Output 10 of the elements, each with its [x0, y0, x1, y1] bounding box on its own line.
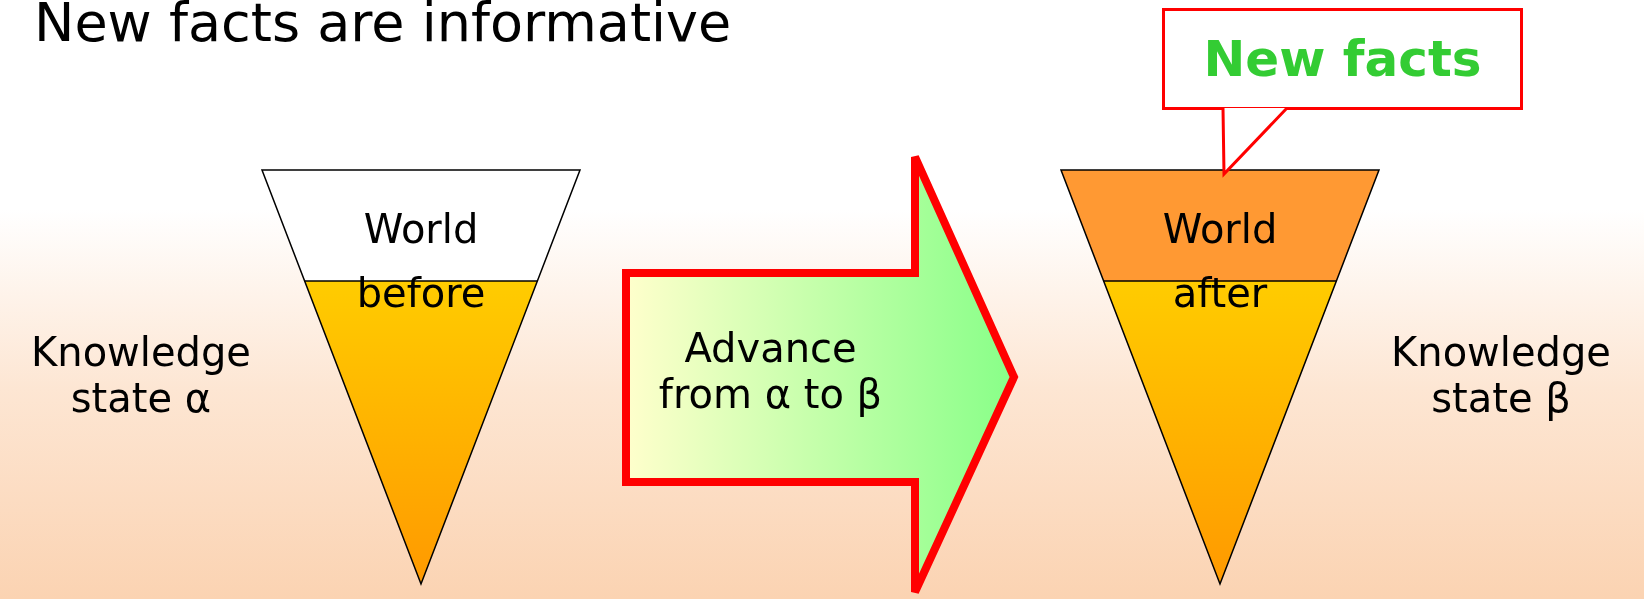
triangle-label: World: [362, 206, 480, 252]
triangle-label: World: [1161, 206, 1279, 252]
slide-title: New facts are informative: [34, 0, 732, 55]
block-arrow: [622, 153, 1019, 596]
arrow-label: Advance from α to β: [657, 325, 884, 417]
triangle-label: before: [355, 270, 487, 316]
callout-pointer: [1221, 106, 1289, 178]
side-label: Knowledge state α: [30, 329, 252, 421]
triangle-label: after: [1171, 270, 1269, 316]
side-label: Knowledge state β: [1390, 329, 1612, 421]
